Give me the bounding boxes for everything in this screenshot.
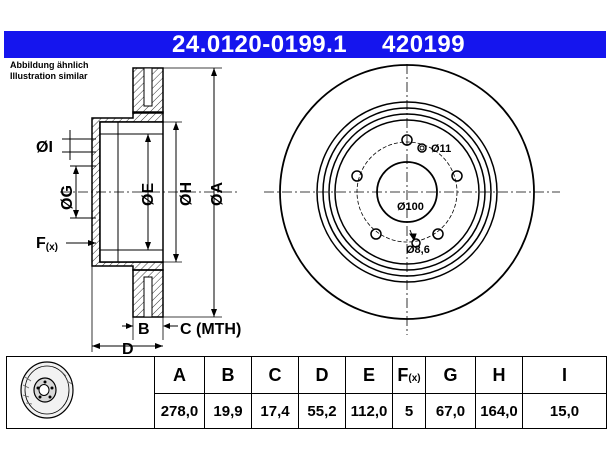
- bolt-hole-2: [351, 170, 363, 182]
- value-h: 164,0: [475, 393, 523, 429]
- header-d: D: [298, 356, 346, 394]
- value-c: 17,4: [251, 393, 299, 429]
- centre-bore: [376, 161, 438, 223]
- value-f: 5: [392, 393, 426, 429]
- illustration-note: Abbildung ähnlich Illustration similar: [10, 60, 89, 82]
- bolt-hole-4: [370, 228, 382, 240]
- bolt-hole-1: [401, 134, 413, 146]
- spec-table: A B C D E F(x) G H I 278,0 19,9 17,4 55,…: [6, 356, 607, 429]
- value-d: 55,2: [298, 393, 346, 429]
- header-h: H: [475, 356, 523, 394]
- label-d: D: [122, 341, 134, 358]
- disc-thumbnail: [6, 356, 155, 429]
- header-g: G: [425, 356, 476, 394]
- bolt-hole-3: [451, 170, 463, 182]
- part-number: 24.0120-0199.1: [172, 31, 348, 58]
- label-diameter-i: ØI: [36, 139, 53, 156]
- header-c: C: [251, 356, 299, 394]
- label-diameter-g: ØG: [59, 185, 76, 210]
- locating-hole-2: [411, 238, 421, 248]
- label-b: B: [138, 321, 150, 338]
- header-a: A: [154, 356, 205, 394]
- label-hole-86: Ø8,6: [406, 244, 430, 256]
- label-diameter-e: ØE: [140, 183, 157, 206]
- label-diameter-a: ØA: [209, 182, 226, 206]
- header-i: I: [522, 356, 607, 394]
- locating-hole-1: [417, 143, 427, 153]
- label-c-mth: C (MTH): [180, 321, 241, 338]
- disc-thumbnail-icon: [19, 361, 74, 419]
- note-english: Illustration similar: [10, 71, 88, 81]
- bolt-hole-5: [432, 228, 444, 240]
- reference-number: 420199: [382, 31, 466, 58]
- label-pcd-100: Ø100: [397, 201, 424, 213]
- value-b: 19,9: [204, 393, 252, 429]
- title-bar: 24.0120-0199.1 420199: [4, 31, 606, 58]
- label-f: F(x): [36, 235, 58, 253]
- label-hole-11: Ø11: [431, 143, 451, 155]
- section-view: ØI ØG F(x) ØE ØH ØA B: [36, 67, 241, 358]
- value-g: 67,0: [425, 393, 476, 429]
- header-b: B: [204, 356, 252, 394]
- value-e: 112,0: [345, 393, 393, 429]
- disc-outer: [279, 64, 535, 320]
- value-i: 15,0: [522, 393, 607, 429]
- header-f: F(x): [392, 356, 426, 394]
- braking-surface-inner: [316, 101, 498, 283]
- front-view: [264, 64, 560, 335]
- note-german: Abbildung ähnlich: [10, 60, 89, 70]
- header-e: E: [345, 356, 393, 394]
- value-a: 278,0: [154, 393, 205, 429]
- label-diameter-h: ØH: [178, 182, 195, 206]
